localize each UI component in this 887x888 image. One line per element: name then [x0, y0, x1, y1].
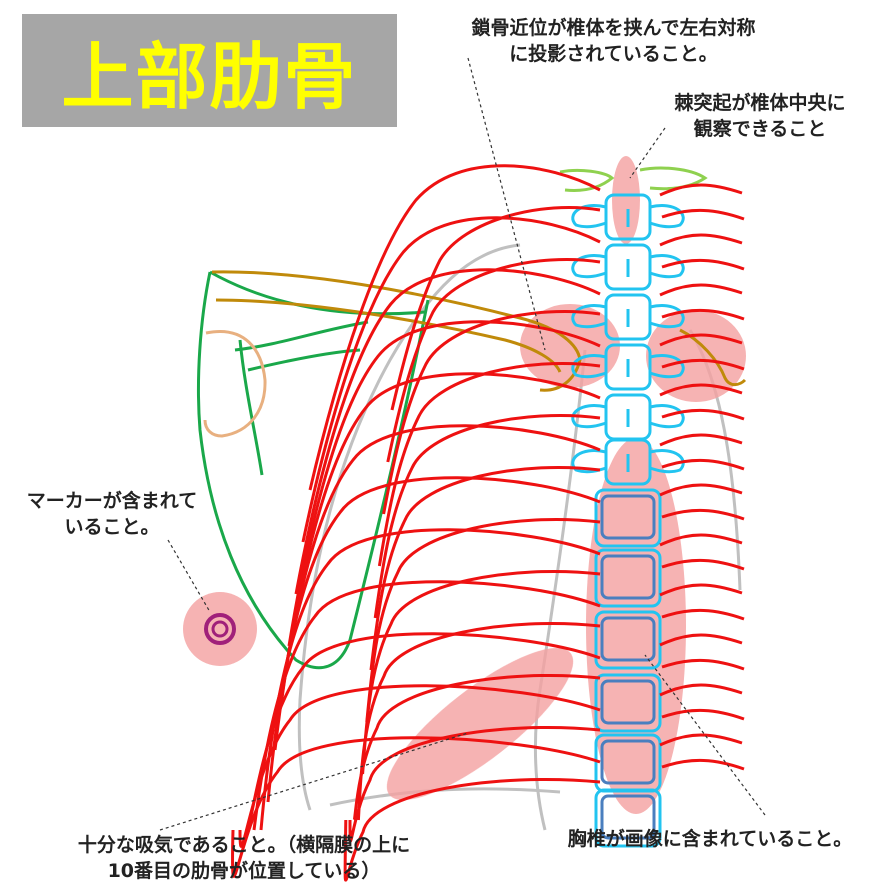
marker-highlight: [183, 592, 257, 666]
scapula: [196, 270, 430, 670]
annotation-inspiration-line1: 十分な吸気であること。（横隔膜の上に: [77, 834, 411, 856]
page-title: 上部肋骨: [61, 35, 358, 119]
rib-left-anterior: [386, 258, 601, 463]
spinous-process-top: [559, 166, 708, 192]
rib-left-anterior: [377, 362, 601, 567]
annotation-clavicle: 鎖骨近位が椎体を挟んで左右対称 に投影されていること。: [436, 15, 791, 67]
clavicle-head-right-highlight: [646, 310, 746, 402]
diaphragm-highlight: [386, 648, 574, 800]
annotation-clavicle-line1: 鎖骨近位が椎体を挟んで左右対称: [471, 17, 756, 39]
vertebra: [571, 343, 685, 391]
rib-left: [301, 216, 601, 543]
rib-right: [659, 583, 743, 597]
rib-left-anterior: [390, 206, 601, 411]
rib-right: [661, 609, 745, 621]
rib-left: [230, 736, 601, 878]
annotation-marker-line1: マーカーが含まれて: [26, 490, 198, 512]
leader-lines: [159, 57, 766, 831]
rib-left-anterior: [352, 673, 601, 821]
rib-left: [294, 268, 601, 595]
rib-left-anterior: [369, 466, 601, 671]
annotation-spinous-line2: 観察できること: [693, 118, 827, 140]
rib-right: [659, 683, 743, 697]
rib-left: [308, 164, 601, 491]
annotation-thoracic-line1: 胸椎が画像に含まれていること。: [567, 828, 853, 850]
annotation-spinous-line1: 棘突起が椎体中央に: [674, 92, 846, 114]
rib-right: [659, 233, 743, 247]
rib-right: [659, 333, 743, 347]
rib-right: [661, 559, 745, 571]
rib-left: [238, 684, 601, 848]
annotation-inspiration-line2: 10番目の肋骨が位置している）: [107, 860, 381, 882]
rib-right: [661, 359, 745, 371]
annotation-spinous: 棘突起が椎体中央に 観察できること: [655, 90, 865, 142]
vertebra: [594, 673, 662, 733]
rib-right: [661, 309, 745, 321]
rib-cage: [230, 164, 745, 882]
vertebra: [571, 193, 685, 241]
rib-right: [661, 409, 745, 421]
leader-marker: [167, 539, 211, 613]
rib-left-anterior: [343, 777, 601, 882]
title-banner: 上部肋骨: [22, 14, 397, 127]
annotation-marker: マーカーが含まれて いること。: [6, 488, 218, 540]
vertebra: [571, 243, 685, 291]
rib-right: [659, 433, 743, 447]
rib-right: [659, 183, 743, 197]
leader-clavicle: [467, 57, 546, 351]
vertebra: [571, 393, 685, 441]
rib-left-anterior: [365, 517, 601, 723]
rib-right: [659, 733, 743, 747]
annotation-marker-line2: いること。: [64, 516, 160, 538]
rib-right: [661, 259, 745, 271]
rib-right: [659, 483, 743, 497]
annotation-clavicle-line2: に投影されていること。: [509, 43, 718, 65]
rib-right: [659, 633, 743, 647]
rib-right: [659, 283, 743, 297]
rib-left-anterior: [382, 310, 601, 515]
spinous-process-highlight: [612, 156, 640, 244]
rib-right: [659, 533, 743, 547]
rib-right: [661, 459, 745, 471]
rib-right: [661, 659, 745, 671]
vertebra: [571, 293, 685, 341]
annotation-thoracic: 胸椎が画像に含まれていること。: [540, 826, 880, 852]
thoracic-spine: [571, 193, 685, 848]
rib-right: [661, 759, 745, 771]
rib-right: [661, 209, 745, 221]
vertebra: [594, 610, 662, 670]
rib-left-anterior: [348, 725, 601, 843]
vertebra: [594, 488, 662, 548]
rib-left: [287, 320, 601, 647]
leader-spinous: [629, 127, 666, 179]
rib-right: [659, 383, 743, 397]
rib-left-anterior: [361, 569, 601, 775]
rib-right: [661, 709, 745, 721]
annotation-inspiration: 十分な吸気であること。（横隔膜の上に 10番目の肋骨が位置している）: [34, 832, 454, 884]
rib-right: [661, 509, 745, 521]
marker-icon: [204, 613, 236, 645]
rib-left-anterior: [373, 414, 601, 619]
humerus-head: [203, 330, 267, 438]
vertebra: [594, 548, 662, 608]
vertebra: [594, 788, 662, 848]
mediastinum-outline: [533, 349, 587, 831]
